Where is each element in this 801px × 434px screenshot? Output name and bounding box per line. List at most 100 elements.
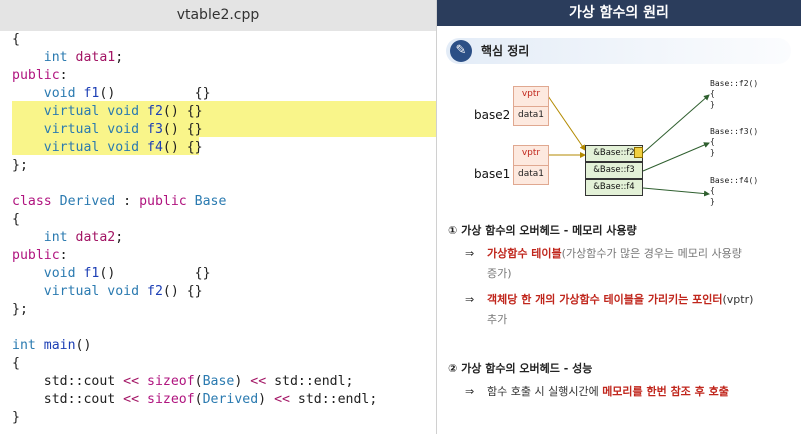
base1-object: vptr data1 — [513, 145, 549, 185]
brace: { — [710, 89, 715, 98]
code-line: } — [12, 409, 20, 427]
code-token: { — [12, 212, 20, 227]
arrow-icon: ⇒ — [465, 385, 475, 398]
code-token: std::endl; — [266, 374, 354, 389]
brace: } — [710, 197, 715, 206]
arrow-icon: ⇒ — [465, 293, 475, 306]
code-token: f1 — [83, 86, 100, 101]
code-highlight — [12, 101, 436, 119]
code-line: virtual void f4() {} — [12, 139, 203, 157]
code-line: { — [12, 211, 20, 229]
code-token: int — [43, 50, 68, 65]
code-line: int data1; — [12, 49, 123, 67]
code-token: virtual — [43, 104, 100, 119]
code-token: f2 — [147, 284, 163, 299]
code-token: f3 — [147, 122, 163, 137]
bullet-continuation: 추가 — [487, 313, 508, 326]
highlight-text: 메모리를 한번 참조 후 호출 — [602, 385, 729, 398]
code-token — [139, 392, 147, 407]
code-token: int — [43, 230, 68, 245]
code-token: () {} — [99, 86, 211, 101]
slide-title: 가상 함수의 원리 — [437, 0, 801, 26]
plain-text: 함수 호출 시 실행시간에 — [487, 385, 603, 398]
code-line: virtual void f2() {} — [12, 283, 203, 301]
code-token: : — [115, 194, 140, 209]
code-token: ; — [115, 230, 124, 245]
bullet-text: 가상함수 테이블(가상함수가 많은 경우는 메모리 사용량 — [487, 244, 787, 264]
code-token: ) — [234, 374, 251, 389]
code-token: << — [274, 392, 290, 407]
code-token — [139, 122, 147, 137]
code-token — [12, 104, 44, 119]
summary-banner: ✎ 핵심 정리 — [446, 38, 791, 64]
function-name: Base::f4() — [710, 176, 759, 185]
code-token: std::cout — [12, 374, 124, 389]
editor-tab-title[interactable]: vtable2.cpp — [0, 0, 436, 31]
code-line: std::cout << sizeof(Base) << std::endl; — [12, 373, 354, 391]
plain-text: (가상함수가 많은 경우는 메모리 사용량 — [561, 247, 742, 260]
code-token — [12, 266, 44, 281]
code-token: () — [75, 338, 92, 353]
bullet-continuation: 증가) — [487, 267, 512, 280]
code-token: () {} — [99, 266, 211, 281]
code-token: f2 — [147, 104, 163, 119]
code-line: int main() — [12, 337, 91, 355]
code-token: virtual — [43, 284, 100, 299]
brace: { — [710, 186, 715, 195]
code-token — [139, 284, 147, 299]
vptr-arrow — [547, 95, 586, 151]
code-line: { — [12, 31, 20, 49]
code-token: : — [59, 248, 68, 263]
code-token: sizeof — [147, 392, 195, 407]
code-line: }; — [12, 157, 28, 175]
code-token: Derived — [59, 194, 116, 209]
data1-cell: data1 — [518, 169, 544, 179]
summary-label: 핵심 정리 — [481, 44, 530, 58]
code-token — [139, 140, 147, 155]
code-token — [68, 50, 76, 65]
code-token: << — [250, 374, 267, 389]
code-token — [139, 104, 147, 119]
code-token — [12, 284, 44, 299]
code-token: }; — [12, 302, 28, 317]
code-token: std::cout — [12, 392, 124, 407]
code-token: main — [43, 338, 76, 353]
plain-text: (vptr) — [722, 293, 754, 306]
code-highlight — [12, 119, 436, 137]
arrow-icon: ⇒ — [465, 247, 475, 260]
code-token: Base — [202, 374, 235, 389]
code-token — [12, 122, 44, 137]
code-token — [36, 338, 44, 353]
code-token: Base — [194, 194, 227, 209]
code-token — [187, 194, 195, 209]
code-token: ; — [115, 50, 124, 65]
function-name: Base::f3() — [710, 127, 759, 136]
code-token — [12, 86, 44, 101]
function-name: Base::f2() — [710, 79, 759, 88]
vtable-entry: &Base::f2 — [585, 145, 643, 162]
code-line: { — [12, 355, 20, 373]
code-token: void — [43, 266, 76, 281]
code-token — [68, 230, 76, 245]
code-editor-pane: vtable2.cpp { int data1;public: void f1(… — [0, 0, 437, 434]
code-token: { — [12, 32, 20, 47]
code-token: sizeof — [147, 374, 195, 389]
code-token: void — [107, 104, 140, 119]
code-token: void — [43, 86, 76, 101]
code-token: ( — [194, 392, 203, 407]
lecture-slide: 가상 함수의 원리 ✎ 핵심 정리 base2 base1 vptr data1… — [437, 0, 801, 434]
code-token: << — [123, 374, 140, 389]
code-token: }; — [12, 158, 28, 173]
pencil-icon: ✎ — [450, 40, 472, 62]
data1-cell: data1 — [518, 110, 544, 120]
code-line: virtual void f3() {} — [12, 121, 203, 139]
code-token — [12, 140, 44, 155]
base2-object: vptr data1 — [513, 86, 549, 126]
vtable-entry: &Base::f4 — [585, 179, 643, 196]
code-token: int — [12, 338, 36, 353]
code-token: public — [139, 194, 187, 209]
vtable-link — [642, 94, 710, 154]
code-token — [12, 230, 44, 245]
code-token: () {} — [162, 140, 203, 155]
code-token: { — [12, 356, 20, 371]
